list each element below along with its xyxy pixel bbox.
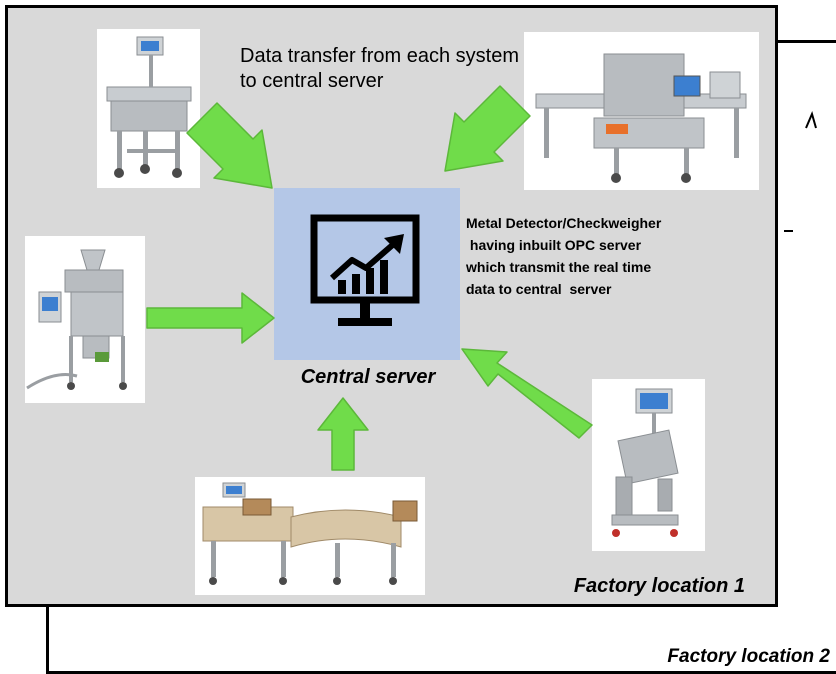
checkweigher-image-top-left <box>97 29 200 188</box>
factory-location-1-label: Factory location 1 <box>573 575 745 597</box>
gravity-metal-detector-image-left <box>25 236 145 403</box>
factory-location-2-label: Factory location 2 <box>667 646 830 667</box>
central-server-icon-tile <box>274 188 460 360</box>
metal-detector-conveyor-image-top-right <box>524 32 759 190</box>
factory-location-2-top-edge <box>778 40 836 43</box>
monitor-chart-icon <box>310 214 420 326</box>
central-server-label: Central server <box>300 366 436 388</box>
opc-description-connector <box>784 230 793 232</box>
checkweigher-curved-conveyor-image-bottom <box>195 477 425 595</box>
data-transfer-caption: Data transfer from each system to centra… <box>240 45 519 92</box>
pipeline-metal-detector-image-bottom-right <box>592 379 705 551</box>
opc-server-description: Metal Detector/Checkweigher having inbui… <box>466 215 662 297</box>
